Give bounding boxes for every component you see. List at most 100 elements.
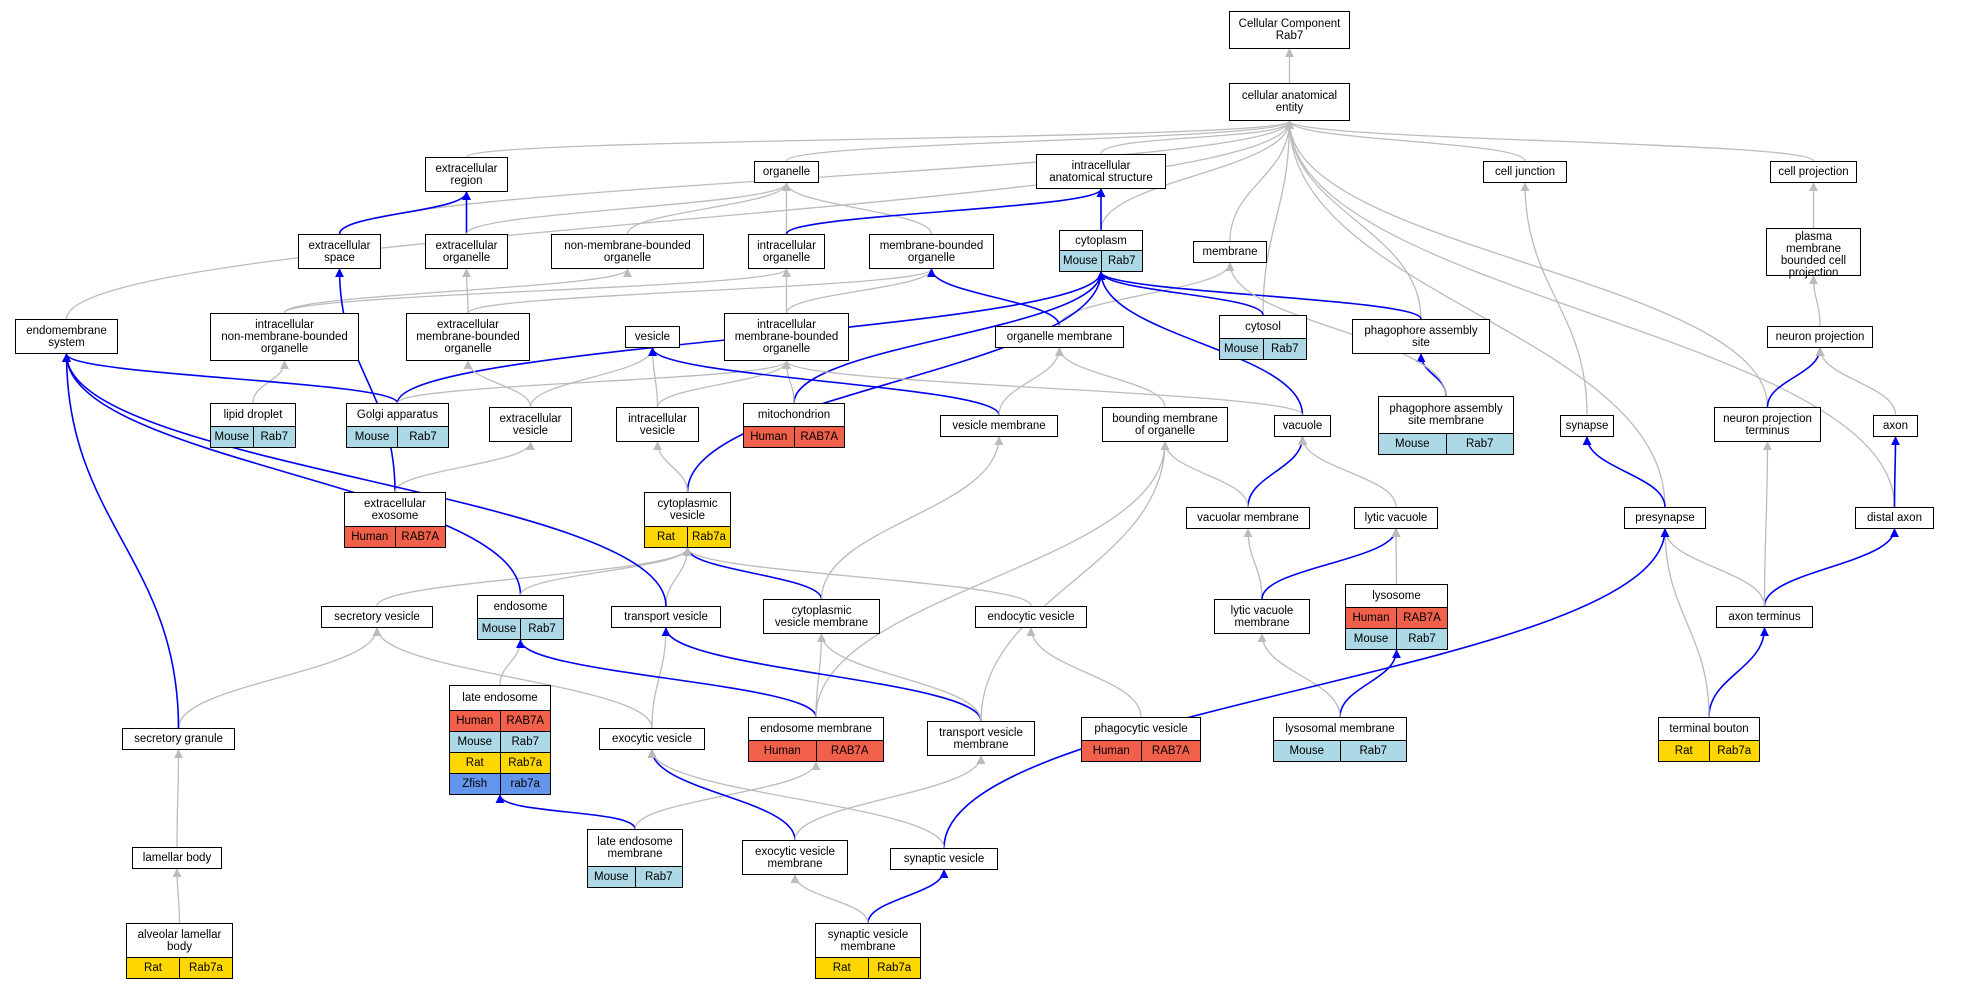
edge-endomembrane-system-to-cae [65,120,1294,320]
edge-intracellular-non-membrane-bounded-organelle-to-non-membrane-bounded-organelle [283,268,632,314]
node-axon[interactable]: axon [1873,415,1918,437]
edge-neuron-projection-to-plasma-membrane-bounded-cell-projection [1809,275,1821,327]
node-secretory-granule[interactable]: secretory granule [122,728,235,750]
node-vesicle-membrane[interactable]: vesicle membrane [940,415,1058,437]
node-presynapse[interactable]: presynapse [1624,507,1706,529]
node-distal-axon[interactable]: distal axon [1855,507,1934,529]
node-label-line: space [324,251,355,264]
species-cell: Rat [816,958,868,978]
edge-cytoplasmic-vesicle-membrane-to-vesicle-membrane [820,436,1004,600]
node-axon-terminus[interactable]: axon terminus [1716,606,1813,628]
node-label-line: extracellular [437,319,499,331]
node-label-line: neuron projection [1723,412,1812,425]
node-title: cytoplasm [1060,231,1142,250]
node-title: mitochondrion [744,404,844,426]
edge-extracellular-vesicle-to-vesicle [529,347,657,408]
edge-lysosomal-membrane-to-lysosome [1339,649,1401,718]
edge-exocytic-vesicle-membrane-to-exocytic-vesicle [647,749,796,841]
node-vacuolar-membrane[interactable]: vacuolar membrane [1186,507,1310,529]
node-label-line: organelle [442,251,491,264]
edge-lytic-vacuole-membrane-to-lytic-vacuole [1261,528,1401,600]
node-lamellar-body[interactable]: lamellar body [132,847,222,869]
node-synaptic-vesicle[interactable]: synaptic vesicle [890,848,998,870]
edge-transport-vesicle-membrane-to-bounding-membrane-of-organelle [980,441,1170,722]
node-exocytic-vesicle[interactable]: exocytic vesicle [599,728,705,750]
node-vesicle[interactable]: vesicle [625,326,680,348]
node-secretory-vesicle[interactable]: secretory vesicle [321,606,433,628]
node-cell-projection[interactable]: cell projection [1770,161,1857,183]
node-vacuole[interactable]: vacuole [1274,415,1331,437]
node-lytic-vacuole[interactable]: lytic vacuole [1354,507,1438,529]
node-label-line: membrane-bounded [416,331,520,343]
node-cell-junction[interactable]: cell junction [1483,161,1567,183]
edge-membrane-bounded-organelle-to-organelle [782,182,933,235]
edge-extracellular-exosome-to-extracellular-space [335,268,396,493]
edge-vacuole-to-intracellular-membrane-bounded-organelle [782,360,1304,416]
node-membrane[interactable]: membrane [1193,241,1267,263]
node-endocytic-vesicle[interactable]: endocytic vesicle [975,606,1087,628]
node-organelle[interactable]: organelle [754,161,819,183]
edge-endosome-membrane-to-cytoplasmic-vesicle-membrane [815,633,826,718]
edge-golgi-apparatus-to-intracellular-membrane-bounded-organelle [396,360,791,404]
node-label-line: synaptic vesicle [827,928,909,941]
node-neuron-projection[interactable]: neuron projection [1767,326,1873,348]
node-title: cell projection [1771,162,1856,182]
edge-phagophore-assembly-site-membrane-to-phagophore-assembly-site [1416,353,1447,397]
node-synapse[interactable]: synapse [1560,415,1614,437]
node-label-line: vesicle [634,331,671,343]
node-organelle-membrane[interactable]: organelle membrane [995,326,1124,348]
edge-vesicle-membrane-to-organelle-membrane [998,347,1064,416]
node-transport-vesicle[interactable]: transport vesicle [611,606,721,628]
edge-intracellular-membrane-bounded-organelle-to-membrane-bounded-organelle [785,268,936,314]
